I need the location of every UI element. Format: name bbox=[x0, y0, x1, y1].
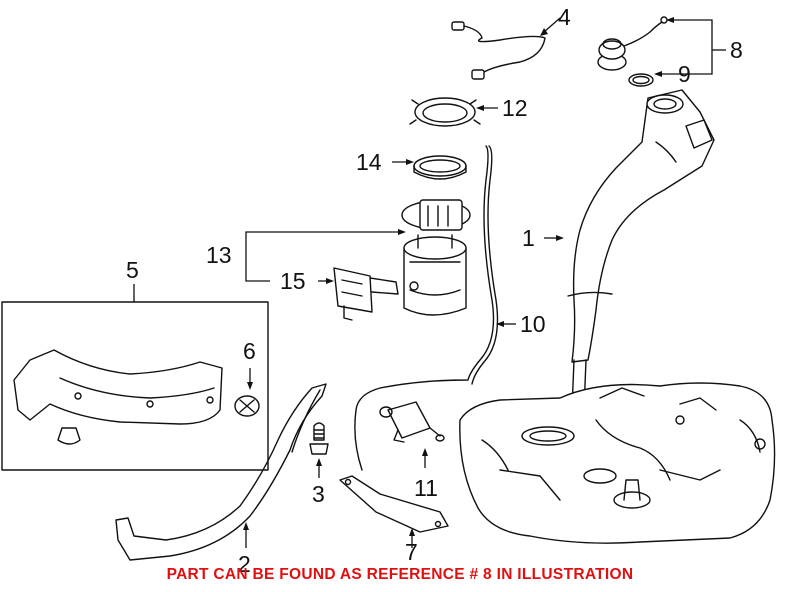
callout-10: 10 bbox=[520, 311, 546, 337]
callout-11: 11 bbox=[414, 475, 438, 501]
callout-3: 3 bbox=[312, 481, 325, 507]
part-7-bracket bbox=[339, 475, 449, 533]
callout-15: 15 bbox=[280, 268, 306, 294]
part-11-fuel-filter bbox=[379, 401, 445, 443]
callout-5: 5 bbox=[126, 257, 139, 283]
part-6-clip bbox=[234, 395, 260, 417]
callout-7: 7 bbox=[405, 539, 418, 565]
part-1-filler-neck bbox=[567, 89, 715, 411]
callout-13-15-bracket bbox=[245, 229, 406, 284]
callout-9: 9 bbox=[678, 61, 691, 87]
callout-4: 4 bbox=[558, 4, 571, 30]
callout-2: 2 bbox=[238, 551, 251, 577]
callout-12-leader bbox=[476, 105, 498, 111]
callout-7-leader bbox=[409, 528, 415, 548]
part-5-box bbox=[1, 301, 269, 471]
callout-14-leader bbox=[392, 159, 414, 165]
callout-8-9-bracket bbox=[654, 17, 726, 77]
part-9-seal-ring bbox=[628, 73, 654, 87]
part-12-lock-ring bbox=[409, 97, 481, 127]
callout-12: 12 bbox=[502, 95, 528, 121]
callout-8: 8 bbox=[730, 37, 743, 63]
callout-4-leader bbox=[540, 17, 561, 36]
part-5-heat-shield bbox=[13, 349, 223, 425]
callout-6: 6 bbox=[243, 338, 256, 364]
part-3-bolt bbox=[309, 422, 329, 455]
part-15-level-sender bbox=[333, 267, 399, 321]
callout-2-leader bbox=[243, 522, 249, 548]
part-2-strap bbox=[115, 383, 327, 561]
part-5-nut bbox=[57, 427, 81, 445]
part-4-wire-harness bbox=[451, 21, 546, 80]
callout-1-leader bbox=[544, 235, 564, 241]
fuel-tank bbox=[459, 382, 776, 544]
callout-14: 14 bbox=[356, 149, 382, 175]
callout-13: 13 bbox=[206, 242, 232, 268]
part-8-fuel-cap bbox=[597, 16, 668, 71]
part-13-fuel-pump-module bbox=[401, 199, 471, 316]
part-14-gasket bbox=[413, 155, 467, 180]
callout-10-leader bbox=[496, 321, 516, 327]
reference-note: PART CAN BE FOUND AS REFERENCE # 8 IN IL… bbox=[166, 566, 634, 583]
part-10-vent-hose bbox=[354, 145, 499, 471]
callout-6-leader bbox=[247, 368, 253, 390]
callout-1: 1 bbox=[522, 225, 535, 251]
callout-3-leader bbox=[316, 458, 322, 478]
callout-11-leader bbox=[422, 448, 428, 468]
